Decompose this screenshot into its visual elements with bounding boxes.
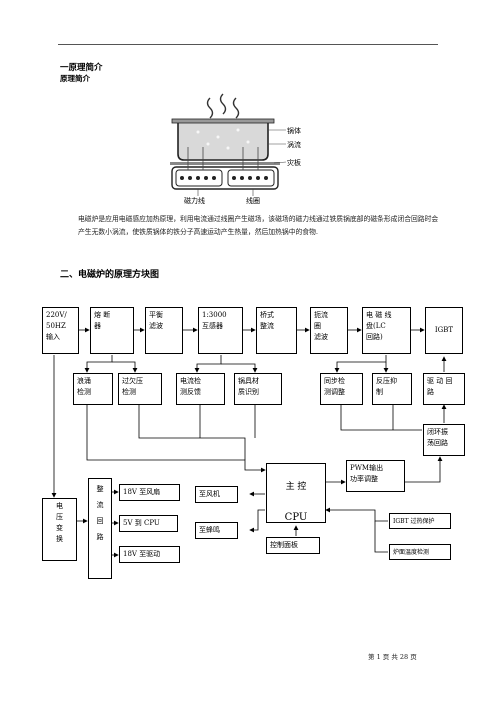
block-cpu: 主 控 CPU (266, 463, 326, 523)
block-pwm: PWM输出 功率调整 (346, 460, 405, 492)
label-pot: 锅体 (287, 126, 301, 135)
label-plate: 灾板 (287, 158, 301, 167)
subheading-principle: 原理简介 (60, 74, 90, 83)
block-buzzer: 至蜂鸣 (195, 522, 238, 539)
block-fan: 至风机 (195, 486, 238, 503)
block-igbt-prot: IGBT 过热保护 (389, 513, 451, 529)
block-pan: 锅具材 质识别 (234, 373, 282, 405)
block-temp: 炉面温度检测 (389, 544, 451, 560)
cpu-label: CPU (284, 512, 308, 523)
block-coil: 电 磁 线 盘(LC 回路) (362, 307, 411, 354)
header-rule (58, 44, 438, 45)
heading-principle: 一原理简介 (60, 63, 103, 73)
block-v18fan: 18V 至风扇 (119, 484, 180, 501)
block-overvolt: 过欠压 检测 (118, 373, 162, 405)
block-drive: 驱 动 回 路 (423, 373, 465, 405)
block-igbt: IGBT (425, 307, 463, 354)
block-fuse: 熔 断 器 (90, 307, 134, 354)
block-surge: 浪涌 检测 (73, 373, 113, 405)
block-panel: 控制面板 (266, 537, 320, 554)
block-rect: 整 流 回 路 (88, 478, 112, 579)
block-filter: 平衡 滤波 (145, 307, 183, 354)
label-coil: 线圈 (246, 196, 260, 204)
label-eddy: 涡流 (287, 140, 301, 149)
block-bridge: 桥式 整流 (256, 307, 297, 354)
block-choke: 扼流 圈 滤波 (310, 307, 348, 354)
section2-title: 二、电磁炉的原理方块图 (60, 270, 160, 280)
induction-illustration: 锅体 涡流 灾板 磁力线 线圈 (170, 93, 301, 204)
block-transform: 电 压 变 换 (42, 498, 77, 561)
block-input: 220V/ 50HZ 输入 (42, 307, 79, 354)
cpu-title: 主 控 (285, 482, 307, 492)
block-v18drv: 18V 至驱动 (119, 546, 180, 563)
block-transformer: 1:3000 互感器 (198, 307, 243, 354)
block-v5: 5V 到 CPU (119, 515, 178, 532)
block-osc: 闭环振 荡回路 (423, 424, 465, 456)
block-counter: 反压抑 制 (372, 373, 412, 405)
label-magnetic: 磁力线 (184, 196, 205, 204)
page-footer: 第 1 页 共 28 页 (368, 653, 417, 661)
intro-paragraph: 电磁炉是应用电磁感应加热原理，利用电流通过线圈产生磁场，该磁场的磁力线通过铁质锅… (78, 215, 439, 236)
block-current: 电流检 测反馈 (176, 373, 225, 405)
block-sync: 同步检 测调整 (320, 373, 363, 405)
